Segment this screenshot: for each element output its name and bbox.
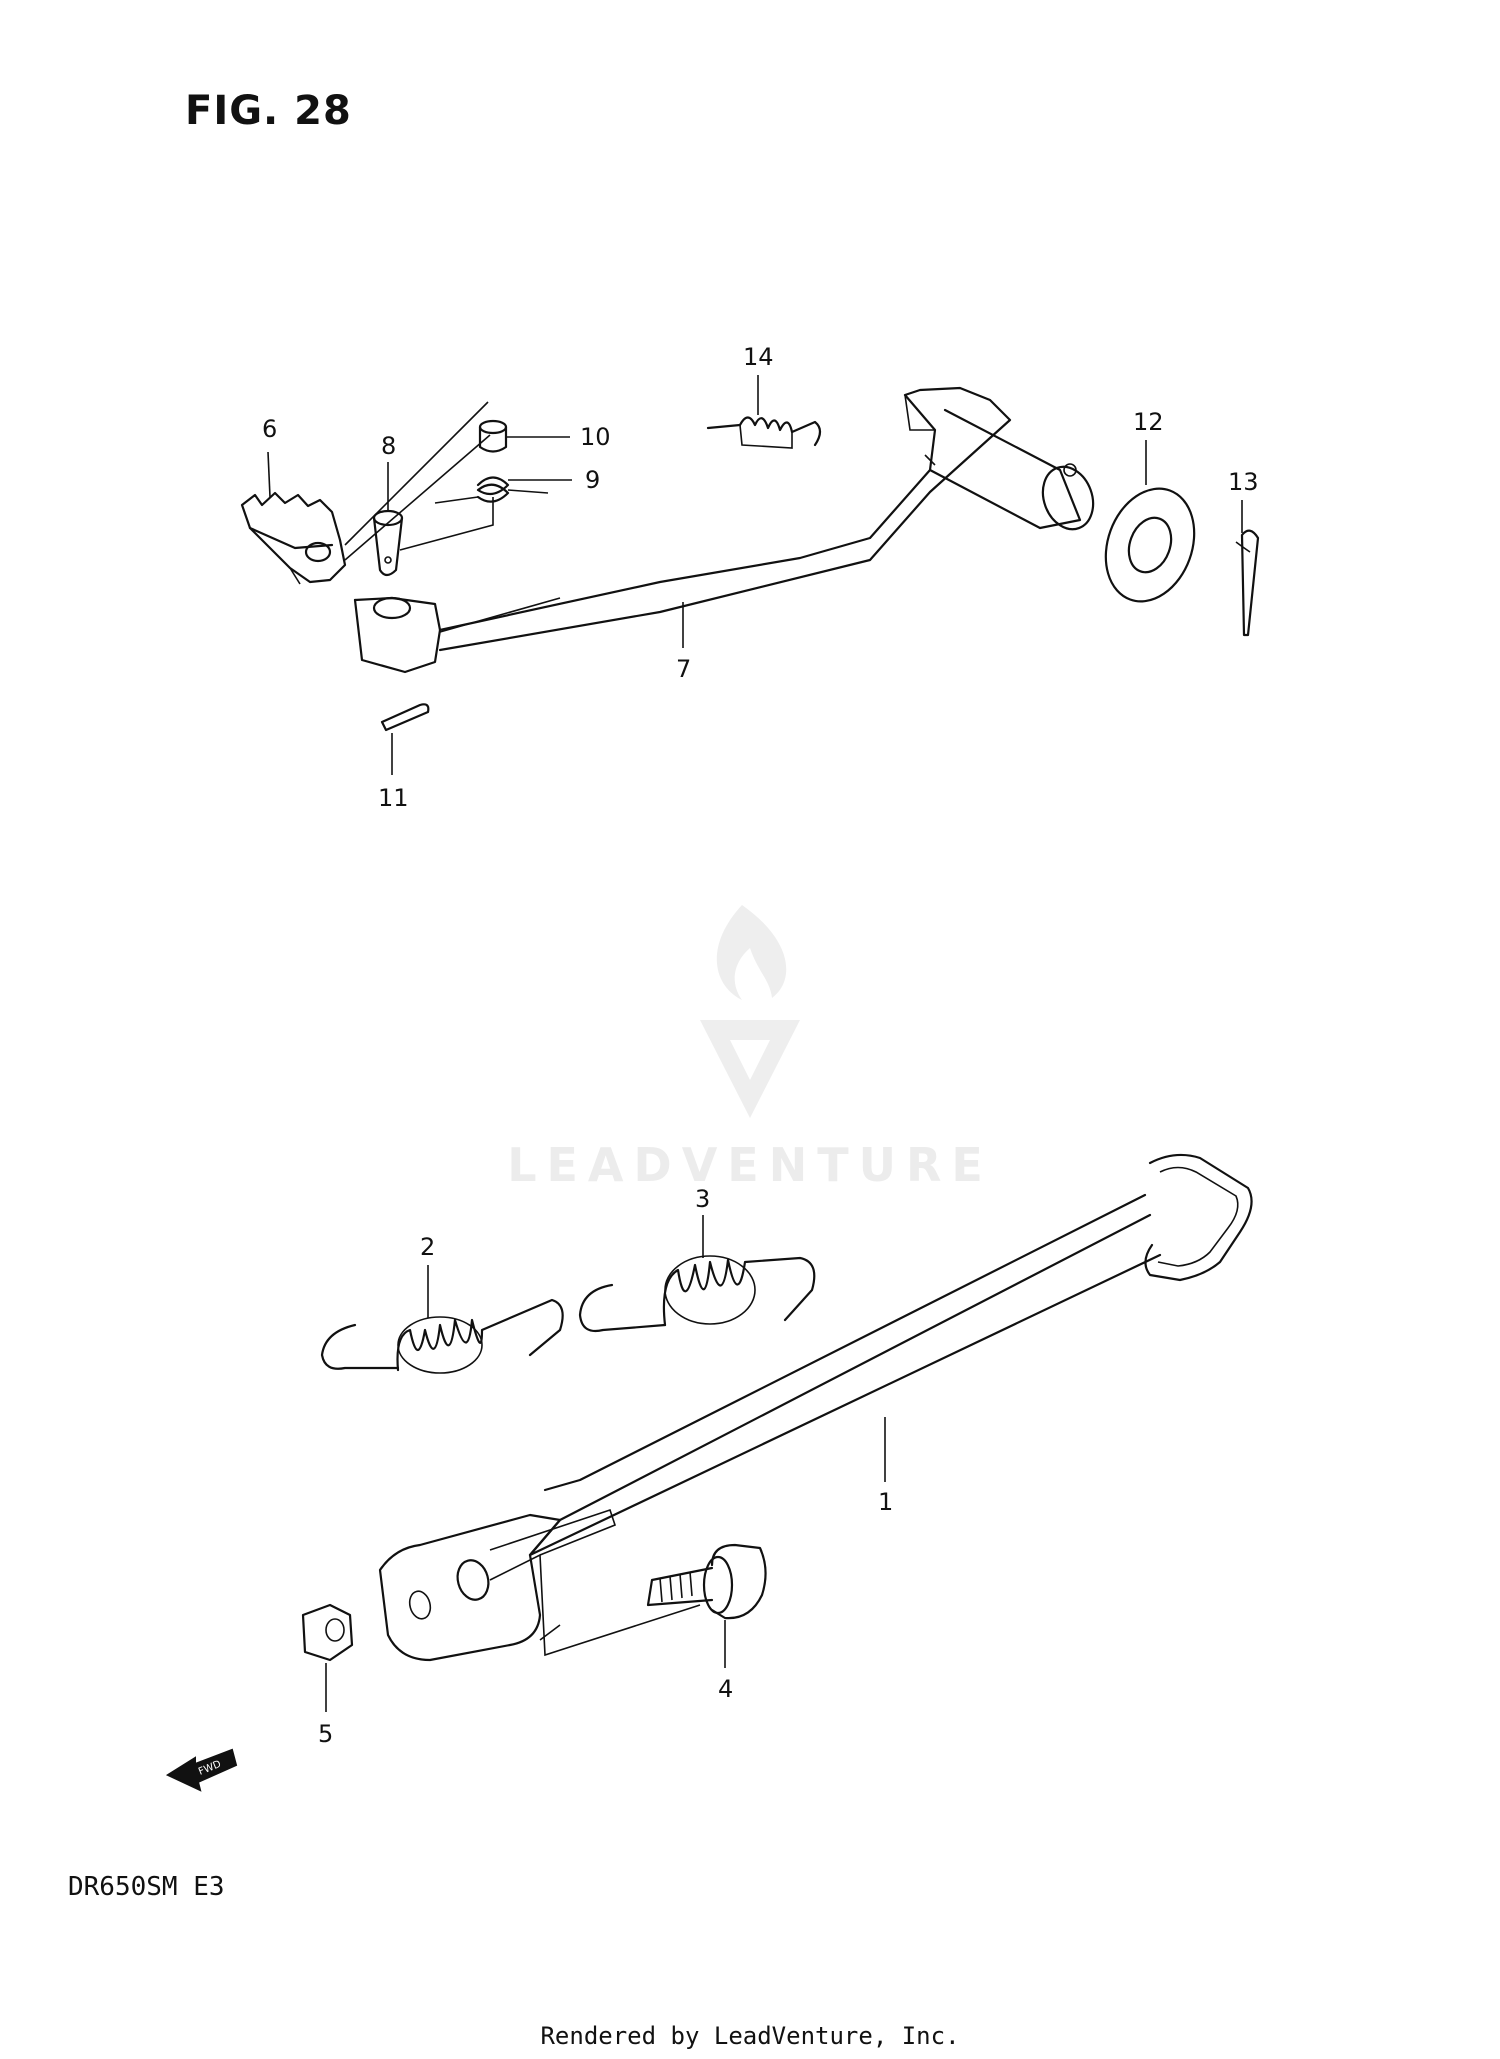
brake-pedal-arm xyxy=(353,386,1095,674)
stand-spring-3 xyxy=(578,1255,816,1333)
callout-12: 12 xyxy=(1133,408,1164,436)
assembly-lines-upper xyxy=(344,401,494,561)
collar xyxy=(478,419,508,453)
leader-lines xyxy=(267,375,1243,1712)
return-spring xyxy=(706,416,822,449)
pivot-bolt xyxy=(646,1543,767,1620)
callout-10: 10 xyxy=(580,423,611,451)
callout-labels: 1 2 3 4 5 6 7 8 9 10 11 12 13 14 xyxy=(262,343,1259,1748)
callout-9: 9 xyxy=(585,466,600,494)
footer-credit: Rendered by LeadVenture, Inc. xyxy=(540,2022,960,2050)
model-code: DR650SM E3 xyxy=(68,1872,225,1902)
side-stand xyxy=(378,1153,1253,1662)
cotter-pin-11 xyxy=(380,703,430,732)
callout-7: 7 xyxy=(676,655,691,683)
figure-title: FIG. 28 xyxy=(185,88,352,134)
arrow-left-icon: FWD xyxy=(165,1748,238,1792)
watermark-brand: LEADVENTURE xyxy=(507,1138,993,1192)
stand-spring-2 xyxy=(320,1298,564,1374)
callout-1: 1 xyxy=(878,1488,893,1516)
pedal-tip xyxy=(240,491,347,585)
callout-4: 4 xyxy=(718,1675,733,1703)
washer xyxy=(1104,487,1196,603)
callout-8: 8 xyxy=(381,432,396,460)
callout-6: 6 xyxy=(262,415,277,443)
stand-nut xyxy=(301,1603,354,1662)
assembly-lines-lower xyxy=(489,1553,701,1657)
clevis-pin xyxy=(372,509,404,577)
callout-13: 13 xyxy=(1228,468,1259,496)
small-spring xyxy=(434,476,549,504)
callout-2: 2 xyxy=(420,1233,435,1261)
callout-3: 3 xyxy=(695,1185,710,1213)
cotter-pin-13 xyxy=(1235,529,1260,637)
callout-11: 11 xyxy=(378,784,409,812)
callout-14: 14 xyxy=(743,343,774,371)
flame-v-logo-icon xyxy=(700,905,800,1118)
callout-5: 5 xyxy=(318,1720,333,1748)
